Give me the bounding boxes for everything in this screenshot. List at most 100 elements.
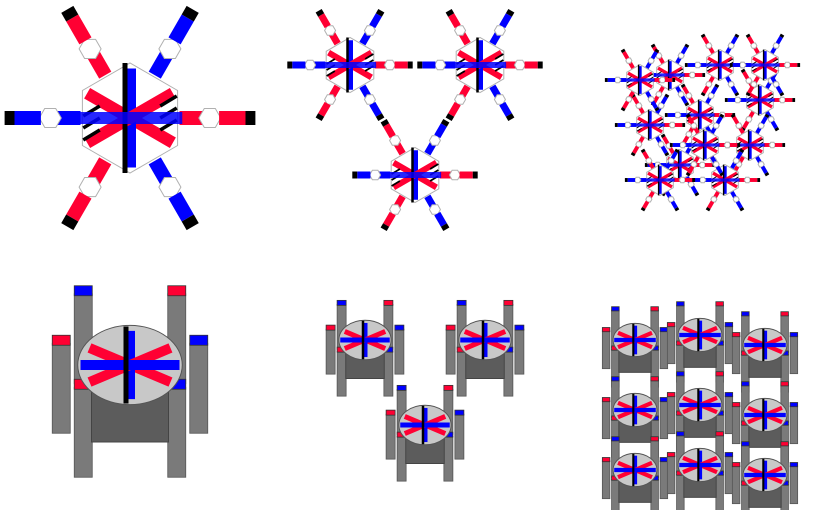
pillar-cap xyxy=(741,381,750,387)
linker-hexagon xyxy=(668,121,676,129)
pillar-cap xyxy=(503,299,514,306)
arm-bond xyxy=(66,191,92,222)
linker-hexagon xyxy=(745,77,753,84)
linker-hexagon xyxy=(635,141,643,148)
linker-hexagon xyxy=(685,92,693,99)
pillar xyxy=(659,400,669,440)
arm-cap xyxy=(61,214,79,231)
pillar xyxy=(73,386,93,478)
pillar xyxy=(731,335,741,375)
core-chevron xyxy=(82,128,101,142)
arm-cap xyxy=(745,92,751,97)
arm-cap xyxy=(630,152,636,157)
pillar-cap xyxy=(676,431,685,437)
core-chevron xyxy=(456,70,466,77)
arm-bond xyxy=(715,116,723,125)
core-chevron xyxy=(159,94,178,108)
arm-cap xyxy=(694,192,700,197)
core-chevron xyxy=(494,53,504,60)
pillar xyxy=(666,455,676,495)
arm-bond xyxy=(434,123,447,139)
arm-bond xyxy=(735,151,743,160)
pillar-cap xyxy=(394,324,405,331)
pillar xyxy=(780,483,789,510)
pillar-cap xyxy=(325,324,336,331)
molecular-unit-3d xyxy=(666,301,734,383)
arm-cap xyxy=(774,127,780,132)
pillar xyxy=(445,328,456,375)
arm-bond xyxy=(747,36,755,45)
pillar-cap xyxy=(676,371,685,377)
arm-bond xyxy=(682,86,690,95)
core-chevron xyxy=(768,93,774,98)
arm-bond xyxy=(448,13,461,29)
molecular-unit xyxy=(287,8,413,122)
linker-hexagon xyxy=(78,38,102,59)
linker-hexagon xyxy=(383,59,396,71)
linker-hexagon xyxy=(448,169,461,181)
molecular-unit xyxy=(669,113,741,177)
pillar-cap xyxy=(73,285,93,297)
molecular-unit xyxy=(614,93,686,157)
pillar-cap xyxy=(741,311,750,317)
pillar-cap xyxy=(659,327,669,333)
molecular-unit-3d xyxy=(666,431,734,510)
pillar-cap xyxy=(731,462,741,468)
arm-cap xyxy=(719,113,725,118)
core-chevron xyxy=(746,102,752,107)
arm-bond xyxy=(687,165,695,174)
arm-cap xyxy=(440,118,450,127)
molecular-unit-3d xyxy=(731,441,799,510)
linker-hexagon xyxy=(690,161,698,168)
linker-hexagon xyxy=(198,108,222,128)
linker-hexagon xyxy=(739,61,747,69)
pillar-cap xyxy=(456,299,467,306)
arm-bond xyxy=(383,123,396,139)
pillar-cap xyxy=(189,334,209,346)
molecular-unit xyxy=(417,8,543,122)
arm-bond xyxy=(168,14,194,45)
pillar xyxy=(454,413,465,460)
molecular-unit xyxy=(729,33,801,97)
arm-bond xyxy=(715,165,723,174)
arm-cap xyxy=(734,92,740,97)
pillar xyxy=(741,483,750,510)
arm-bond xyxy=(680,95,688,104)
pillar xyxy=(715,473,724,510)
panel-many-unit-3d xyxy=(601,301,799,510)
pillar xyxy=(789,335,799,375)
linker-hexagon xyxy=(624,121,632,129)
arm-bond xyxy=(670,200,678,209)
arm-cap xyxy=(664,152,670,157)
pillar-cap xyxy=(724,392,734,398)
core-chevron xyxy=(751,67,757,72)
arm-cap xyxy=(315,113,325,122)
core-chevron xyxy=(708,108,714,113)
pillar-cap xyxy=(454,409,465,416)
arm-bond xyxy=(707,200,715,209)
arm-cap xyxy=(640,148,646,153)
arm-cap xyxy=(505,113,515,122)
arm-bond xyxy=(730,36,738,45)
pillar xyxy=(731,405,741,445)
pillar-cap xyxy=(676,301,685,307)
core-chevron xyxy=(658,118,664,123)
arm-bond xyxy=(632,145,640,154)
pillar xyxy=(383,350,394,397)
arm-cap xyxy=(685,113,691,118)
linker-hexagon xyxy=(685,131,693,138)
pillar-cap xyxy=(724,322,734,328)
linker-hexagon xyxy=(674,111,682,119)
core-chevron xyxy=(758,138,764,143)
arm-cap xyxy=(61,5,79,22)
pillar-cap xyxy=(789,332,799,338)
molecular-unit-3d xyxy=(325,299,405,397)
arm-cap xyxy=(734,33,740,38)
pillar-cap xyxy=(731,402,741,408)
arm-cap xyxy=(700,33,706,38)
arm-bond xyxy=(369,101,382,117)
pillar xyxy=(443,435,454,482)
arm-bond xyxy=(742,120,750,129)
molecular-unit-3d xyxy=(731,381,799,463)
pillar xyxy=(394,328,405,375)
